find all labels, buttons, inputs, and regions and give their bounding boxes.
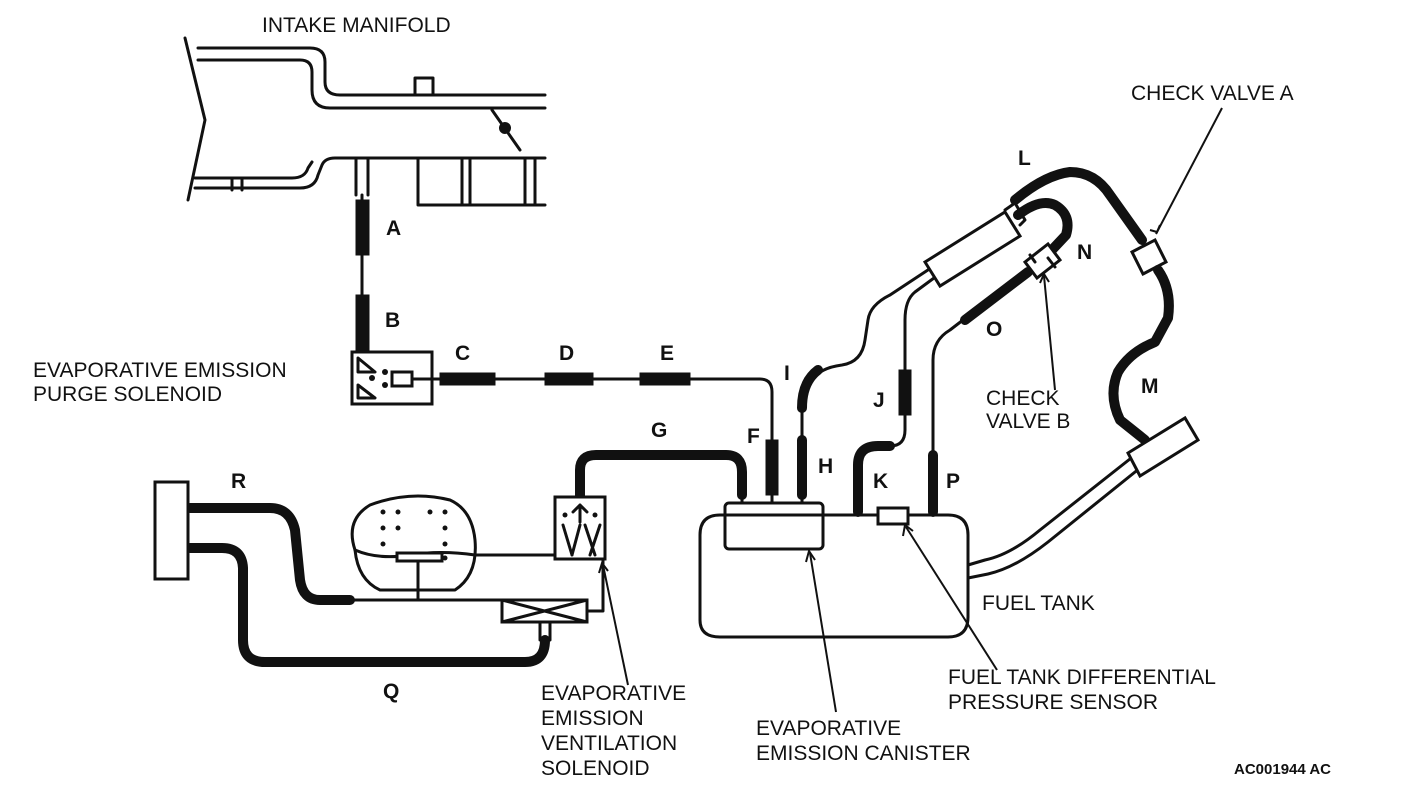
canister-label-1: EVAPORATIVE bbox=[756, 717, 901, 740]
hose-label-e: E bbox=[660, 342, 674, 365]
hose-cde-line bbox=[430, 372, 779, 502]
figure-code: AC001944 AC bbox=[1234, 761, 1331, 778]
air-filter-unit bbox=[350, 494, 557, 602]
hose-m bbox=[1108, 265, 1174, 445]
check-valve-b-label-2: VALVE B bbox=[986, 410, 1070, 433]
hose-p-o bbox=[928, 267, 1033, 517]
purge-solenoid-label-1: EVAPORATIVE EMISSION bbox=[33, 359, 287, 382]
hose-label-m: M bbox=[1141, 375, 1159, 398]
left-end-cap bbox=[153, 480, 190, 581]
hose-label-o: O bbox=[986, 318, 1002, 341]
vent-solenoid-label-4: SOLENOID bbox=[541, 757, 650, 780]
hose-label-f: F bbox=[747, 425, 760, 448]
hose-h-i bbox=[797, 260, 942, 500]
hose-label-h: H bbox=[818, 455, 833, 478]
hose-label-p: P bbox=[946, 470, 960, 493]
hose-label-l: L bbox=[1018, 147, 1031, 170]
hose-b bbox=[355, 294, 370, 351]
intake-manifold bbox=[183, 36, 547, 207]
hose-label-g: G bbox=[651, 419, 667, 442]
leader-arrows bbox=[598, 107, 1223, 713]
hose-label-b: B bbox=[385, 309, 400, 332]
fuel-tank-label: FUEL TANK bbox=[982, 592, 1095, 615]
hose-n bbox=[1013, 198, 1073, 257]
purge-solenoid-label-2: PURGE SOLENOID bbox=[33, 383, 222, 406]
hose-label-j: J bbox=[873, 389, 885, 412]
check-valve-b bbox=[1022, 241, 1063, 281]
hose-r bbox=[185, 503, 504, 605]
vent-solenoid-label-3: VENTILATION bbox=[541, 732, 677, 755]
hose-label-c: C bbox=[455, 342, 470, 365]
hose-q bbox=[185, 543, 550, 667]
two-way-valve bbox=[922, 201, 1027, 289]
air-line-block bbox=[500, 557, 605, 642]
pressure-sensor bbox=[876, 506, 910, 526]
intake-manifold-label: INTAKE MANIFOLD bbox=[262, 14, 451, 37]
pressure-sensor-label-2: PRESSURE SENSOR bbox=[948, 691, 1158, 714]
hose-g bbox=[575, 450, 747, 505]
hose-label-n: N bbox=[1077, 241, 1092, 264]
purge-solenoid bbox=[350, 350, 434, 406]
hose-label-d: D bbox=[559, 342, 574, 365]
filler-neck bbox=[1126, 415, 1201, 479]
hose-label-k: K bbox=[873, 470, 888, 493]
hose-label-i: I bbox=[784, 362, 790, 385]
check-valve-b-label-1: CHECK bbox=[986, 387, 1060, 410]
hose-label-a: A bbox=[386, 217, 401, 240]
hose-l bbox=[1010, 167, 1147, 245]
canister-label-2: EMISSION CANISTER bbox=[756, 742, 971, 765]
check-valve-a-label: CHECK VALVE A bbox=[1131, 82, 1294, 105]
vent-solenoid-label-2: EMISSION bbox=[541, 707, 644, 730]
hose-k-j bbox=[853, 220, 1012, 517]
vent-solenoid bbox=[553, 495, 607, 561]
vent-solenoid-label-1: EVAPORATIVE bbox=[541, 682, 686, 705]
hose-label-q: Q bbox=[383, 680, 399, 703]
hose-label-r: R bbox=[231, 470, 246, 493]
pressure-sensor-label-1: FUEL TANK DIFFERENTIAL bbox=[948, 666, 1216, 689]
fuel-tank bbox=[698, 453, 1142, 639]
